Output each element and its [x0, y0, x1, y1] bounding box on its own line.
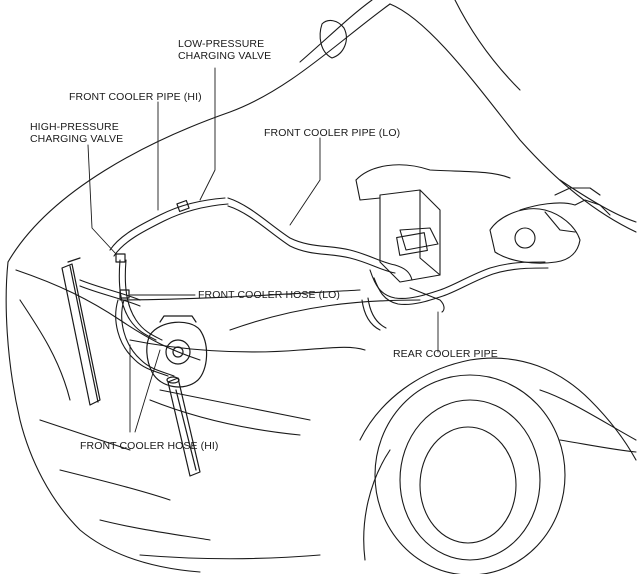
rear-cooler-pipe-label: REAR COOLER PIPE	[393, 348, 498, 360]
front-cooler-pipe-lo	[227, 197, 413, 281]
front-cooler-pipe-hi-label: FRONT COOLER PIPE (HI)	[69, 91, 202, 103]
front-cooler-pipe-hi	[109, 197, 229, 257]
receiver-drier	[166, 376, 201, 477]
front-cooler-hose-hi-label: FRONT COOLER HOSE (HI)	[80, 440, 219, 452]
front-cooler-hose-lo	[79, 259, 163, 341]
low-pressure-label-line1: LOW-PRESSURE	[178, 38, 265, 50]
front-cooler-hose-lo-label: FRONT COOLER HOSE (LO)	[198, 289, 340, 301]
high-pressure-label-line2: CHARGING VALVE	[30, 133, 124, 145]
compressor	[146, 315, 208, 388]
rear-cooler-pipe	[361, 261, 549, 331]
high-pressure-charging-valve-label: HIGH-PRESSURE CHARGING VALVE	[30, 121, 123, 145]
evaporator-unit	[355, 164, 511, 283]
front-cooler-hose-hi	[115, 299, 175, 377]
front-cooler-hose-hi-text: FRONT COOLER HOSE (HI)	[80, 440, 219, 452]
charging-valves	[115, 199, 190, 299]
front-cooler-hose-lo-text: FRONT COOLER HOSE (LO)	[198, 289, 341, 301]
front-cooler-pipe-lo-text: FRONT COOLER PIPE (LO)	[264, 127, 401, 139]
low-pressure-charging-valve-label: LOW-PRESSURE CHARGING VALVE	[178, 38, 271, 62]
leader-lines	[87, 67, 439, 433]
rear-cooler-pipe-text: REAR COOLER PIPE	[393, 348, 498, 360]
low-pressure-label-line2: CHARGING VALVE	[178, 50, 272, 62]
high-pressure-label-line1: HIGH-PRESSURE	[30, 121, 119, 133]
front-cooler-pipe-hi-text: FRONT COOLER PIPE (HI)	[69, 91, 202, 103]
front-cooler-pipe-lo-label: FRONT COOLER PIPE (LO)	[264, 127, 400, 139]
blower-unit	[489, 187, 611, 264]
condenser	[61, 257, 101, 406]
